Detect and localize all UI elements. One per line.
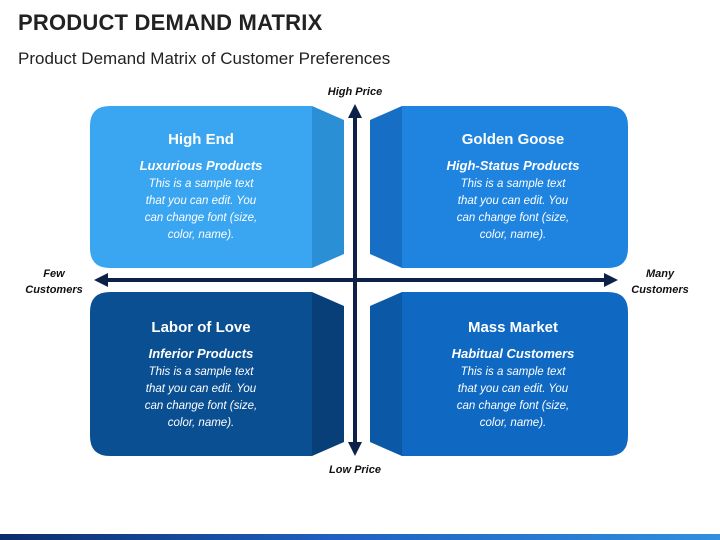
quadrant-high-end: High End Luxurious Products This is a sa… (106, 131, 296, 244)
axis-label-low-price: Low Price (329, 464, 381, 476)
quadrant-body: This is a sample text that you can edit.… (144, 366, 258, 429)
quadrant-title: Labor of Love (151, 319, 251, 336)
footer-bar (0, 534, 720, 540)
quadrant-high-end-shape (90, 106, 344, 268)
quadrant-labor-of-love-shape (90, 292, 344, 456)
quadrant-title: Mass Market (467, 319, 559, 336)
page-title: PRODUCT DEMAND MATRIX (18, 10, 323, 35)
quadrant-subtitle: Habitual Customers (451, 346, 575, 361)
quadrant-title: High End (168, 131, 234, 148)
quadrant-labor-of-love: Labor of Love Inferior Products This is … (106, 319, 296, 432)
page-subtitle: Product Demand Matrix of Customer Prefer… (18, 49, 391, 68)
arrow-right-icon (604, 273, 618, 287)
quadrant-title: Golden Goose (461, 131, 565, 148)
quadrant-subtitle: Inferior Products (148, 346, 254, 361)
arrow-down-icon (348, 442, 362, 456)
axis-label-many-customers: Many Customers (631, 268, 689, 296)
quadrant-golden-goose-shape (370, 106, 628, 268)
horizontal-axis (94, 273, 618, 287)
quadrant-subtitle: Luxurious Products (139, 158, 263, 173)
arrow-up-icon (348, 104, 362, 118)
quadrant-body: This is a sample text that you can edit.… (144, 178, 258, 241)
axis-label-few-customers: Few Customers (25, 268, 83, 296)
axis-label-high-price: High Price (327, 86, 383, 98)
quadrant-subtitle: High-Status Products (446, 158, 580, 173)
arrow-left-icon (94, 273, 108, 287)
quadrant-body: This is a sample text that you can edit.… (456, 178, 570, 241)
quadrant-body: This is a sample text that you can edit.… (456, 366, 570, 429)
quadrant-mass-market: Mass Market Habitual Customers This is a… (418, 319, 608, 432)
quadrant-golden-goose: Golden Goose High-Status Products This i… (418, 131, 608, 244)
quadrant-mass-market-shape (370, 292, 628, 456)
